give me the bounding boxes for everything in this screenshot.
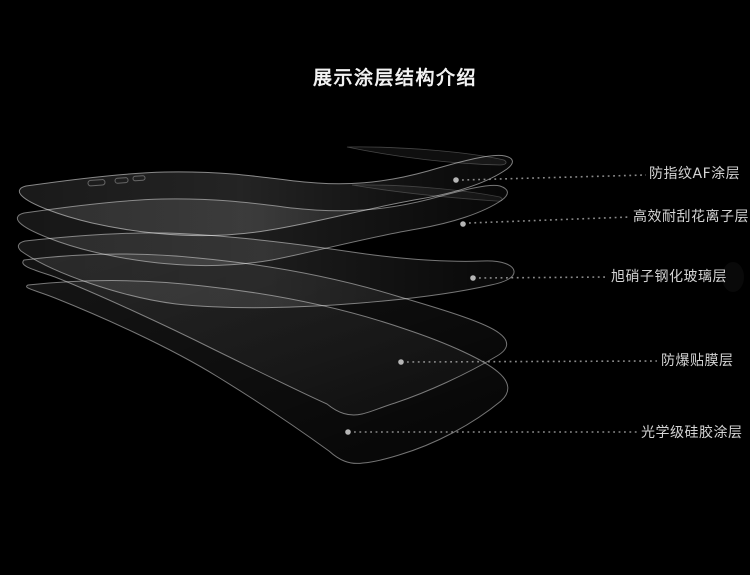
callout-line-film-layer [406,360,658,363]
callout-label-explosion-proof-film-layer: 防爆贴膜层 [661,353,734,369]
callout-dot-silicone-layer [345,429,351,435]
callout-dot-af-coating [453,177,459,183]
top-layer-cutout [132,175,146,182]
layer-sheet-anti-fingerprint-af [18,154,513,237]
top-layer-cutouts [87,175,146,187]
callout-leaders [354,174,658,433]
callout-label-scratch-resistant-ion-layer: 高效耐刮花离子层 [633,209,749,225]
layer-sheet-anti-fingerprint-af-fold [346,146,507,166]
callout-dot-ion-layer [460,221,466,227]
callout-line-ion-layer [468,216,631,224]
callout-line-af-coating [461,174,647,181]
callout-label-anti-fingerprint-af-coating: 防指纹AF涂层 [649,166,741,182]
top-layer-cutout [87,179,106,187]
callout-label-tempered-glass-layer: 旭硝子钢化玻璃层 [611,269,727,285]
page-title: 展示涂层结构介绍 [313,67,478,89]
top-layer-cutout [114,177,129,184]
callout-dot-glass-layer [470,275,476,281]
callout-dot-film-layer [398,359,404,365]
callout-dots [345,177,476,435]
callout-label-optical-silicone-coating: 光学级硅胶涂层 [641,425,743,441]
